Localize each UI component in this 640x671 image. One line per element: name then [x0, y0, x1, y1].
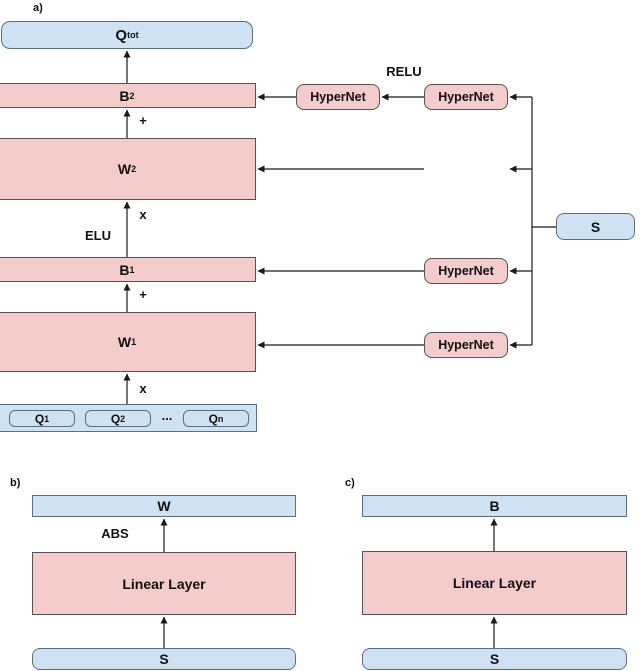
section-b-label: b) [10, 477, 21, 489]
state-input-box-b: S [32, 648, 296, 670]
linear-layer-box-c: Linear Layer [362, 551, 627, 615]
state-input-box-c: S [362, 648, 627, 670]
elu-label: ELU [85, 228, 111, 243]
b1-label: B [119, 261, 130, 278]
b2-label: B [119, 87, 130, 104]
state-input-label: S [159, 651, 169, 667]
w1-subscript: 1 [131, 337, 137, 347]
qn-label: Q [208, 411, 218, 426]
hypernet-label: HyperNet [310, 90, 366, 104]
b2-subscript: 2 [129, 90, 135, 101]
ellipsis-label: ... [161, 408, 173, 423]
b-output-label: B [489, 498, 500, 514]
plus-operator-label: + [139, 287, 147, 302]
times-operator-label: x [139, 381, 147, 396]
linear-layer-label: Linear Layer [122, 575, 206, 592]
abs-label: ABS [101, 526, 129, 541]
hypernet-label: HyperNet [438, 338, 494, 352]
hypernet-box-b2: HyperNet [296, 84, 380, 110]
hypernet-label: HyperNet [438, 90, 494, 104]
w2-label: W [117, 161, 132, 177]
qn-subscript: n [217, 413, 224, 424]
w2-subscript: 2 [131, 164, 137, 174]
b1-subscript: 1 [129, 264, 135, 275]
qtot-label: Q [115, 26, 128, 44]
state-input-label: S [489, 651, 500, 667]
b-output-box: B [362, 495, 627, 517]
w1-label: W [117, 334, 132, 350]
section-c-label: c) [345, 477, 355, 489]
q2-label: Q [110, 411, 121, 426]
hypernet-box-b1: HyperNet [424, 258, 508, 284]
relu-label: RELU [386, 64, 422, 79]
section-a-label: a) [33, 2, 43, 14]
hypernet-box-b2-inner: HyperNet [424, 84, 508, 110]
qtot-subscript: tot [127, 30, 139, 40]
hypernet-label: HyperNet [438, 264, 494, 278]
linear-layer-label: Linear Layer [452, 575, 537, 591]
q1-label: Q [34, 411, 45, 426]
q1-subscript: 1 [44, 413, 50, 424]
plus-operator-label: + [139, 113, 147, 128]
linear-layer-box-b: Linear Layer [32, 552, 296, 615]
times-operator-label: x [139, 207, 147, 222]
state-label: S [590, 218, 601, 235]
w-output-box: W [32, 495, 296, 517]
w-output-label: W [157, 498, 171, 514]
q2-subscript: 2 [120, 413, 126, 424]
hypernet-box-w1: HyperNet [424, 332, 508, 358]
state-box: S [556, 213, 635, 240]
